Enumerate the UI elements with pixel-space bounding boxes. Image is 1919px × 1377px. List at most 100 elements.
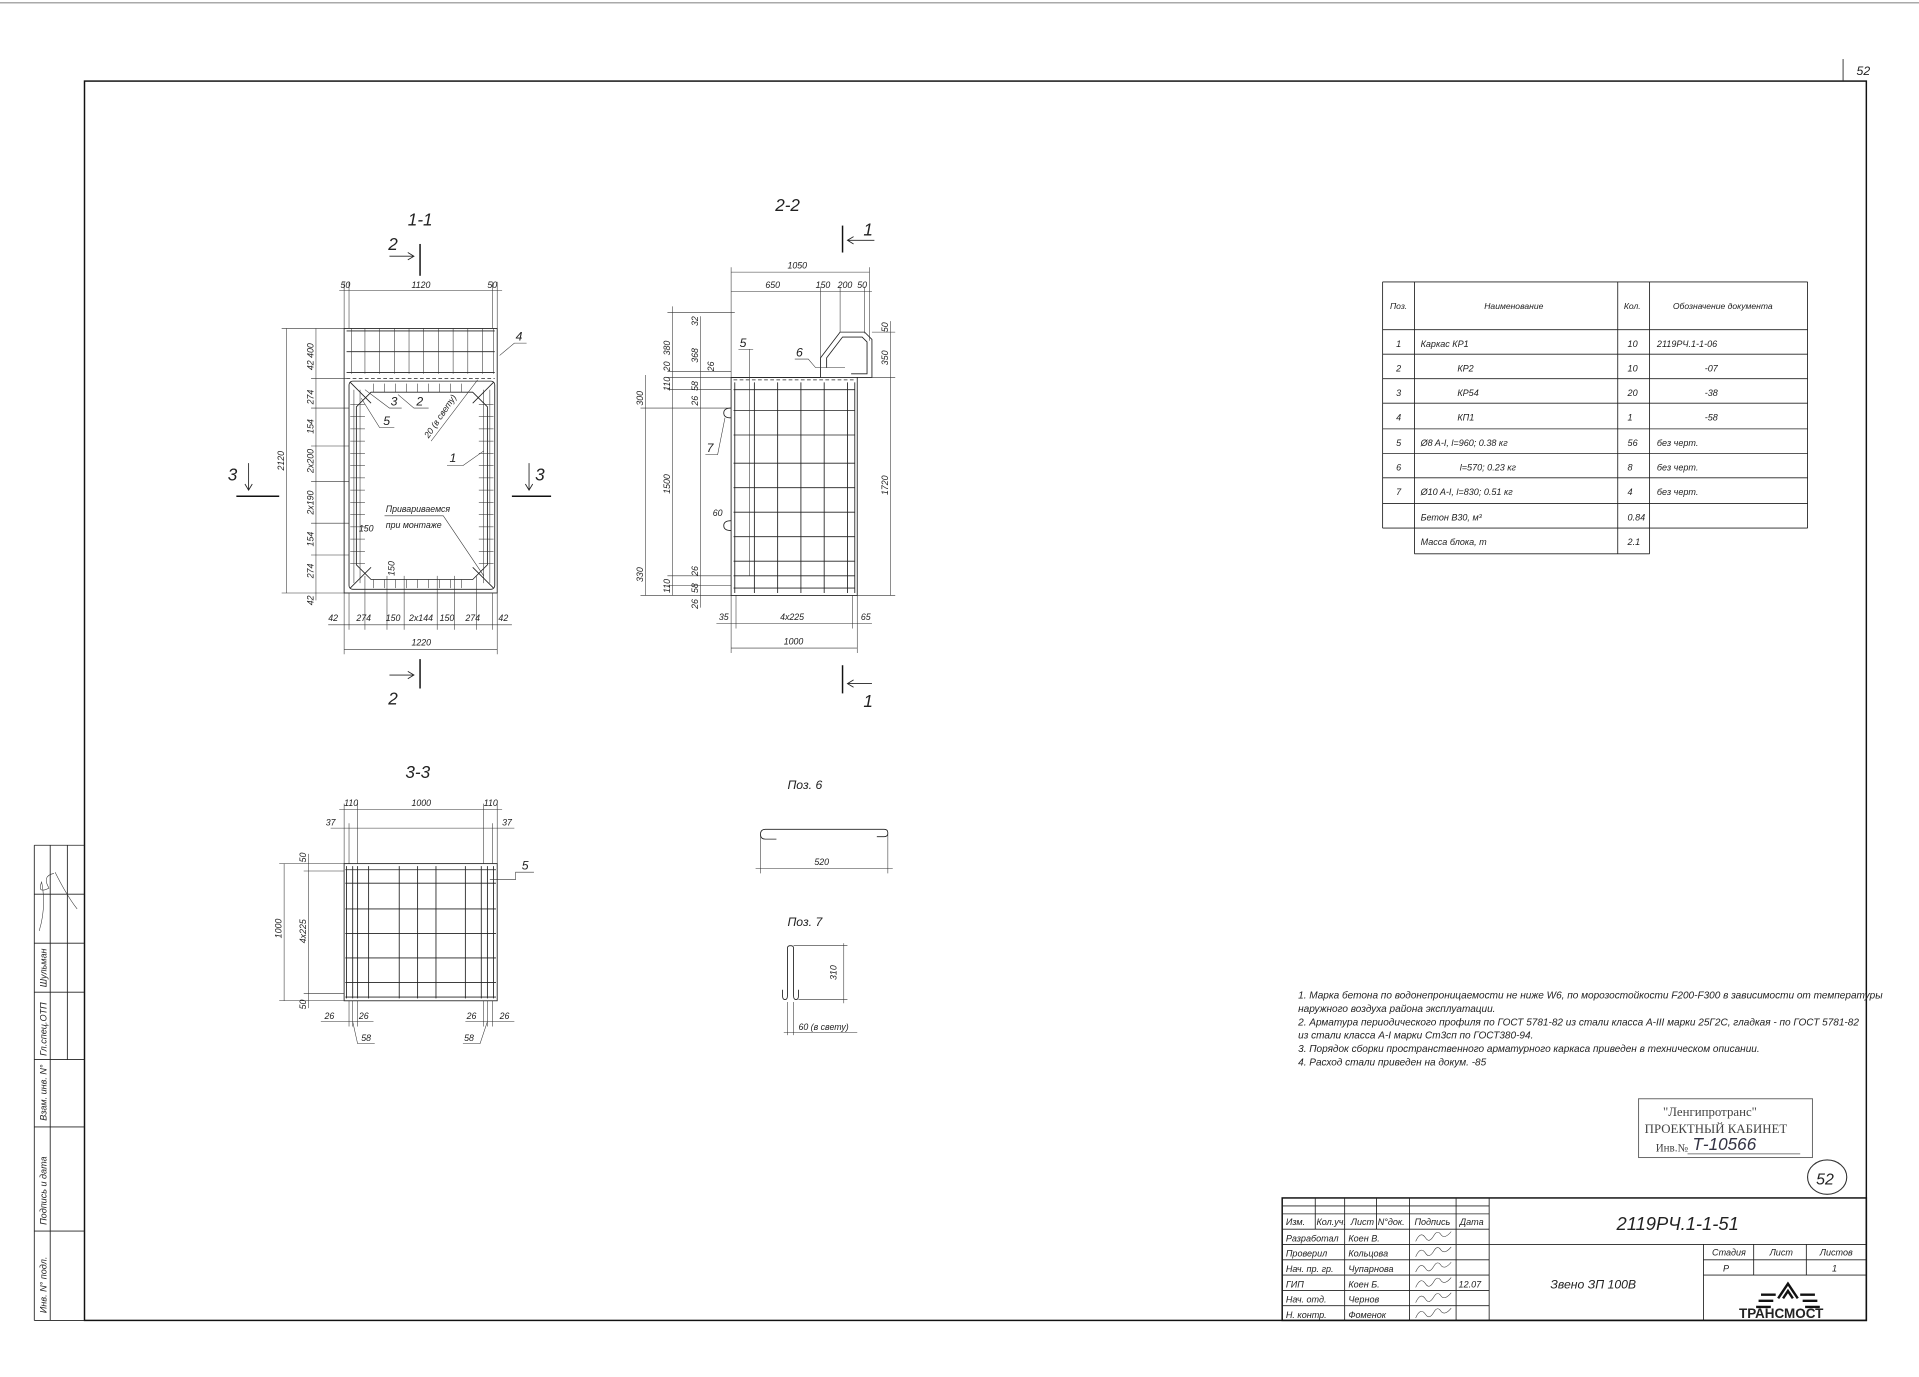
leader-line — [430, 379, 478, 442]
cut-mark-label: 3 — [228, 464, 238, 484]
callout-label: 5 — [522, 859, 529, 873]
note-line: 1. Марка бетона по водонепроницаемости н… — [1298, 989, 1883, 1001]
leader-line — [794, 358, 845, 368]
leader-line — [738, 349, 754, 576]
side-stamp-label: Взам. инв. N° — [39, 1064, 49, 1121]
approval-name: Кольцова — [1348, 1249, 1388, 1259]
cut-mark-label: 3 — [535, 464, 545, 484]
dim-label: 150 — [440, 613, 455, 623]
dim-label: 26 — [690, 599, 700, 610]
dim-label: 2x144 — [408, 613, 433, 623]
dim-label: 20 — [662, 361, 672, 372]
dim-label: 26 — [499, 1011, 510, 1021]
table-cell-name: Каркас КР1 — [1421, 339, 1469, 349]
table-cell-name: Ø8 A-I, l=960; 0.38 кг — [1420, 438, 1509, 448]
dim-label: 58 — [690, 583, 700, 593]
table-grid — [1382, 281, 1808, 555]
col-header: Дата — [1459, 1217, 1484, 1227]
stamp-org: "Ленгипротранс" — [1663, 1105, 1757, 1119]
signature-mark — [1415, 1277, 1452, 1288]
dim-label: 110 — [662, 579, 672, 593]
table-cell-name: Ø10 A-I, l=830; 0.51 кг — [1420, 487, 1514, 497]
dim-label: 50 — [298, 999, 308, 1009]
dim-label: 26 — [690, 566, 700, 577]
title-block-rows — [1282, 1205, 1867, 1307]
cut-mark-label: 1 — [863, 219, 873, 239]
dim-label: 50 — [340, 280, 350, 290]
dim-label: 110 — [344, 798, 358, 808]
leader-line — [364, 389, 402, 409]
dim-label: 154 — [306, 419, 316, 434]
signature-mark — [1415, 1307, 1452, 1319]
dim-label: 650 — [765, 280, 780, 290]
extension-lines — [343, 803, 498, 864]
approval-role: Нач. пр. гр. — [1286, 1264, 1334, 1274]
col-header: Кол.уч. — [1316, 1217, 1346, 1227]
dim-label: 50 — [298, 853, 308, 863]
bar-detail-pos7: Поз. 7 310 60 (в свету) — [782, 915, 858, 1036]
section-title: 2-2 — [774, 195, 800, 215]
leader-line — [489, 871, 534, 880]
col-header: Изм. — [1286, 1217, 1305, 1227]
stamp-frame — [1638, 1098, 1813, 1159]
table-cell-doc: без черт. — [1657, 487, 1698, 497]
dim-label: 300 — [635, 391, 645, 406]
leader-line — [499, 342, 527, 356]
signature-mark — [1415, 1262, 1452, 1273]
drawing-designation: 2119РЧ.1-1-51 — [1616, 1213, 1739, 1234]
dim-label: 26 — [358, 1011, 369, 1021]
table-cell-pos: 7 — [1396, 487, 1402, 497]
table-header-name: Наименование — [1484, 301, 1543, 311]
approval-name: Чупарнова — [1348, 1264, 1393, 1274]
table-cell-pos: 5 — [1396, 438, 1402, 448]
table-header-qty: Кол. — [1624, 301, 1641, 311]
table-cell-name: l=570; 0.23 кг — [1460, 463, 1517, 473]
table-cell-doc: -07 — [1705, 363, 1719, 373]
section-3-3: 3-3 110 1000 110 37 37 1000 4x225 50 50 … — [274, 762, 534, 1044]
table-cell-name: КП1 — [1457, 412, 1474, 422]
archive-stamp: "Ленгипротранс" ПРОЕКТНЫЙ КАБИНЕТ Инв.№ … — [1638, 1098, 1848, 1195]
signature-mark — [38, 872, 78, 932]
approval-role: Проверил — [1286, 1249, 1327, 1259]
approval-date: 12.07 — [1459, 1279, 1483, 1289]
stage-header: Стадия — [1712, 1248, 1746, 1258]
dim-label: 150 — [386, 561, 396, 576]
dim-label: 60 — [713, 508, 723, 518]
dim-label: 65 — [861, 612, 871, 622]
callout-label: 5 — [383, 414, 390, 428]
haunch-bars — [349, 382, 494, 589]
dim-label: 42 — [306, 595, 316, 605]
dim-label: 150 — [386, 613, 401, 623]
side-stamp-label: Гл.спец.ОТП — [39, 1002, 49, 1056]
section-2-2: 2-2 1 1 1050 650 150 200 50 50 350 1720 … — [635, 195, 896, 711]
signature-mark — [1415, 1246, 1452, 1257]
table-cell-pos: 2 — [1395, 363, 1401, 373]
side-stamp-label: Подпись и дата — [39, 1156, 49, 1224]
cut-mark-label: 2 — [387, 234, 398, 254]
table-cell-pos: 3 — [1396, 388, 1401, 398]
bar-pos7 — [723, 407, 732, 531]
table-cell-qty: 56 — [1628, 438, 1639, 448]
dim-label: 42 400 — [306, 343, 316, 370]
dim-label: 274 — [355, 613, 371, 623]
dim-label: 1220 — [411, 638, 431, 648]
table-cell-qty: 2.1 — [1627, 537, 1641, 547]
dim-label: 274 — [306, 563, 316, 579]
dim-label: 310 — [828, 965, 838, 980]
cage-outline — [348, 380, 496, 590]
dim-label: 50 — [880, 322, 890, 332]
extension-lines — [730, 267, 870, 378]
dim-label: 50 — [857, 280, 867, 290]
table-cell-qty: 10 — [1628, 363, 1638, 373]
detail-title: Поз. 7 — [787, 915, 823, 929]
table-cell-qty: 20 — [1627, 388, 1638, 398]
table-cell-qty: 8 — [1628, 463, 1633, 473]
approval-name: Коен В. — [1348, 1233, 1379, 1243]
approval-name: Коен Б. — [1348, 1279, 1379, 1289]
dim-label: 50 — [487, 280, 497, 290]
plate-kp1-grid — [346, 328, 495, 374]
note-line: из стали класса А-I марки Ст3сп по ГОСТ3… — [1298, 1031, 1533, 1042]
block-outline — [343, 863, 498, 1002]
approval-role: Разработал — [1286, 1233, 1339, 1243]
dim-label: 4x225 — [780, 612, 804, 622]
